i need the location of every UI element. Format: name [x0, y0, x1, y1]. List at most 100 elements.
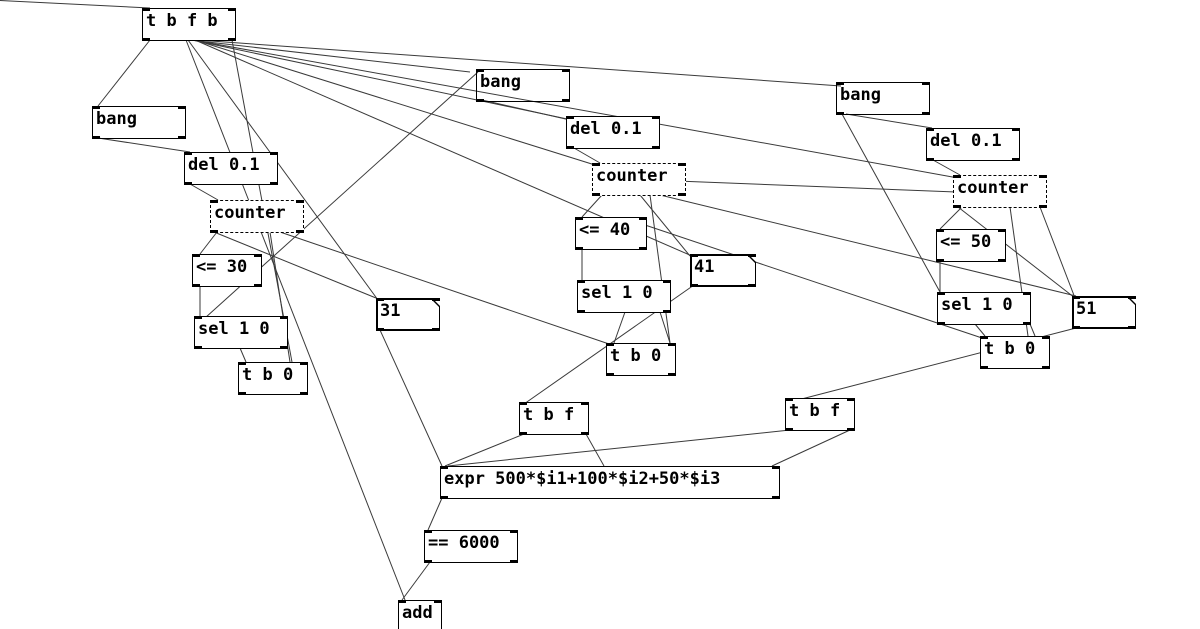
counter-object-right[interactable]: counter: [953, 175, 1047, 208]
iolet[interactable]: [566, 116, 574, 119]
iolet[interactable]: [936, 259, 944, 262]
iolet[interactable]: [581, 432, 589, 435]
iolet[interactable]: [980, 366, 988, 369]
iolet[interactable]: [936, 229, 944, 232]
iolet[interactable]: [847, 398, 855, 401]
iolet[interactable]: [178, 106, 186, 109]
trigger-bf-object-left[interactable]: t b f: [519, 402, 589, 435]
compare-object-left[interactable]: <= 30: [192, 254, 262, 287]
iolet[interactable]: [424, 530, 432, 533]
iolet[interactable]: [668, 373, 676, 376]
iolet[interactable]: [519, 402, 527, 405]
iolet[interactable]: [562, 99, 570, 102]
iolet[interactable]: [639, 217, 647, 220]
iolet[interactable]: [652, 146, 660, 149]
iolet[interactable]: [836, 112, 844, 115]
iolet[interactable]: [178, 136, 186, 139]
iolet[interactable]: [562, 69, 570, 72]
iolet[interactable]: [690, 254, 698, 257]
iolet[interactable]: [476, 99, 484, 102]
iolet[interactable]: [1128, 326, 1136, 329]
expr-object[interactable]: expr 500*$i1+100*$i2+50*$i3: [440, 466, 780, 499]
iolet[interactable]: [192, 254, 200, 257]
number-box-31[interactable]: 31: [376, 298, 440, 331]
iolet[interactable]: [228, 8, 236, 11]
iolet[interactable]: [926, 158, 934, 161]
iolet[interactable]: [280, 316, 288, 319]
iolet[interactable]: [1128, 296, 1136, 299]
iolet[interactable]: [270, 152, 278, 155]
iolet[interactable]: [748, 284, 756, 287]
iolet[interactable]: [92, 136, 100, 139]
counter-object-left[interactable]: counter: [210, 200, 304, 233]
iolet[interactable]: [922, 82, 930, 85]
iolet[interactable]: [440, 496, 448, 499]
iolet[interactable]: [836, 82, 844, 85]
iolet[interactable]: [254, 254, 262, 257]
iolet[interactable]: [424, 560, 432, 563]
iolet[interactable]: [296, 230, 304, 233]
iolet[interactable]: [519, 432, 527, 435]
iolet[interactable]: [510, 560, 518, 563]
iolet[interactable]: [270, 182, 278, 185]
iolet[interactable]: [937, 322, 945, 325]
iolet[interactable]: [980, 336, 988, 339]
number-box-51[interactable]: 51: [1072, 296, 1136, 329]
iolet[interactable]: [772, 496, 780, 499]
iolet[interactable]: [922, 112, 930, 115]
iolet[interactable]: [210, 200, 218, 203]
iolet[interactable]: [847, 428, 855, 431]
iolet[interactable]: [998, 259, 1006, 262]
equals-object[interactable]: == 6000: [424, 530, 518, 563]
iolet[interactable]: [937, 292, 945, 295]
iolet[interactable]: [1012, 158, 1020, 161]
trigger-top-object[interactable]: t b f b: [142, 8, 236, 41]
select-object-middle[interactable]: sel 1 0: [577, 280, 671, 313]
iolet[interactable]: [1023, 292, 1031, 295]
number-box-41[interactable]: 41: [690, 254, 756, 287]
iolet[interactable]: [652, 116, 660, 119]
iolet[interactable]: [785, 428, 793, 431]
iolet[interactable]: [228, 38, 236, 41]
iolet[interactable]: [280, 346, 288, 349]
trigger-bf-object-right[interactable]: t b f: [785, 398, 855, 431]
iolet[interactable]: [238, 362, 246, 365]
delay-object-right[interactable]: del 0.1: [926, 128, 1020, 161]
iolet[interactable]: [998, 229, 1006, 232]
iolet[interactable]: [192, 284, 200, 287]
iolet[interactable]: [1072, 326, 1080, 329]
iolet[interactable]: [1042, 336, 1050, 339]
iolet[interactable]: [1042, 366, 1050, 369]
iolet[interactable]: [376, 298, 384, 301]
bang-message-left[interactable]: bang: [92, 106, 186, 139]
iolet[interactable]: [577, 310, 585, 313]
iolet[interactable]: [953, 175, 961, 178]
counter-object-middle[interactable]: counter: [592, 163, 686, 196]
iolet[interactable]: [772, 466, 780, 469]
delay-object-middle[interactable]: del 0.1: [566, 116, 660, 149]
select-object-right[interactable]: sel 1 0: [937, 292, 1031, 325]
iolet[interactable]: [142, 8, 150, 11]
iolet[interactable]: [1023, 322, 1031, 325]
trigger-b0-object-left[interactable]: t b 0: [238, 362, 308, 395]
iolet[interactable]: [1012, 128, 1020, 131]
iolet[interactable]: [194, 316, 202, 319]
iolet[interactable]: [592, 163, 600, 166]
iolet[interactable]: [953, 205, 961, 208]
iolet[interactable]: [238, 392, 246, 395]
iolet[interactable]: [300, 362, 308, 365]
iolet[interactable]: [663, 280, 671, 283]
iolet[interactable]: [566, 146, 574, 149]
add-object[interactable]: add: [398, 600, 442, 629]
iolet[interactable]: [440, 466, 448, 469]
select-object-left[interactable]: sel 1 0: [194, 316, 288, 349]
iolet[interactable]: [184, 182, 192, 185]
iolet[interactable]: [142, 38, 150, 41]
iolet[interactable]: [678, 193, 686, 196]
iolet[interactable]: [194, 346, 202, 349]
iolet[interactable]: [254, 284, 262, 287]
iolet[interactable]: [606, 373, 614, 376]
iolet[interactable]: [581, 402, 589, 405]
iolet[interactable]: [668, 343, 676, 346]
